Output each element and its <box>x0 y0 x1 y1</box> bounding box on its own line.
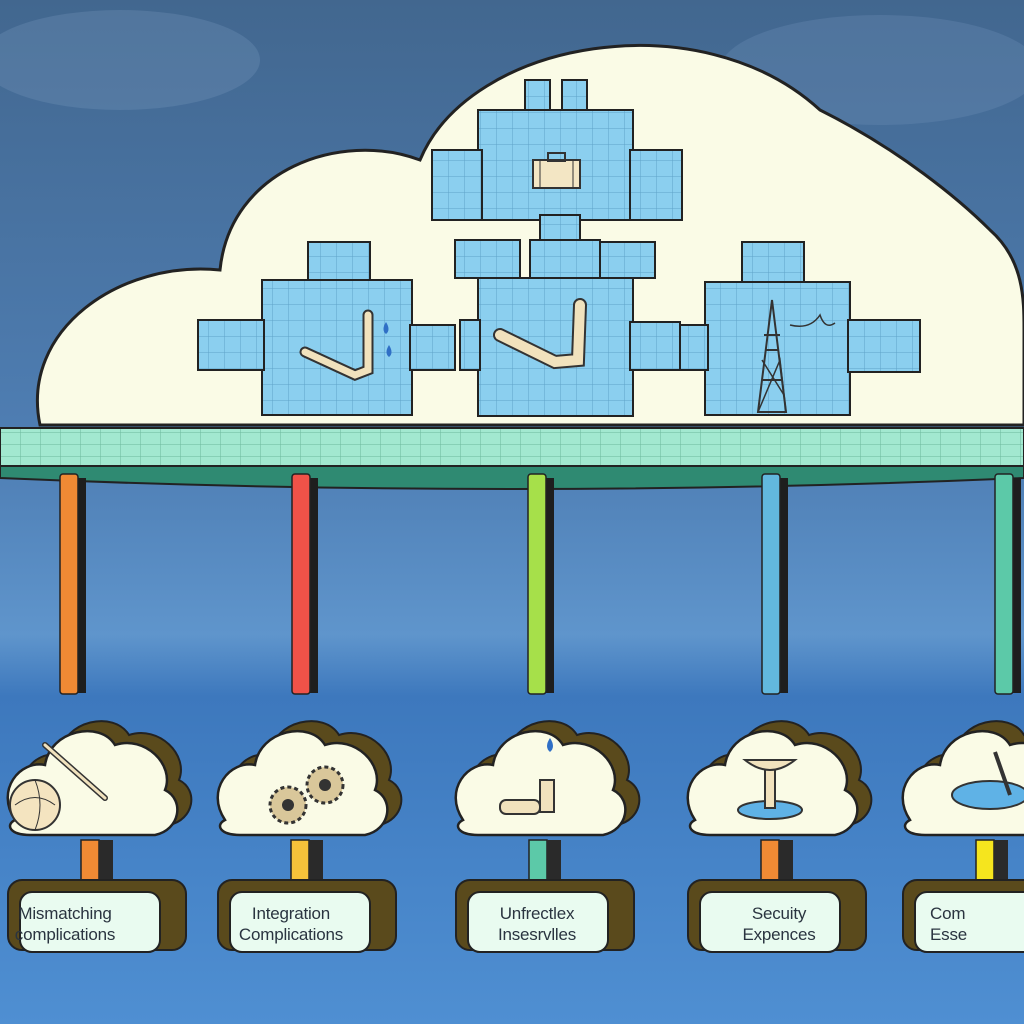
item-label-line1: Unfrectlex <box>499 904 575 923</box>
item-label-line1: Secuity <box>751 904 807 923</box>
power-tower-icon <box>756 299 836 413</box>
puzzle-left <box>197 241 456 416</box>
label-box <box>699 891 841 953</box>
label-box <box>914 891 1024 953</box>
pillar-4 <box>994 473 1021 695</box>
item-label-line2: Expences <box>742 925 816 944</box>
pillar-3 <box>761 473 788 695</box>
pillar-1 <box>291 473 318 695</box>
item-label-line2: Insesrvlles <box>497 925 577 944</box>
label-box <box>19 891 161 953</box>
fountain-icon <box>737 759 803 820</box>
pillar-0 <box>59 473 86 695</box>
item-label-line2: complications <box>14 925 116 944</box>
item-2 <box>454 720 641 953</box>
pipe-with-drip-icon <box>299 309 392 381</box>
briefcase-icon <box>532 152 581 189</box>
pipe-elbow-icon <box>493 298 587 370</box>
gears-icon <box>268 765 345 825</box>
label-box <box>229 891 371 953</box>
item-label-line1: Integration <box>251 904 331 923</box>
wrench-globe-icon <box>9 742 108 831</box>
pipe-drip-icon <box>499 738 555 815</box>
item-0 <box>6 720 193 953</box>
item-label-0: Mismatching complications <box>0 903 160 945</box>
pillar-2 <box>527 473 554 695</box>
platform <box>0 427 1024 490</box>
item-label-line1: Com <box>930 904 966 923</box>
puzzle-center <box>454 239 681 417</box>
item-3 <box>686 720 873 953</box>
label-box <box>467 891 609 953</box>
item-1 <box>216 720 403 953</box>
item-label-line1: Mismatching <box>18 904 112 923</box>
puzzle-right <box>679 241 921 416</box>
item-label-line2: Esse <box>930 925 967 944</box>
item-4 <box>901 720 1024 953</box>
water-pool-icon <box>951 751 1024 810</box>
item-label-line2: Complications <box>238 925 344 944</box>
